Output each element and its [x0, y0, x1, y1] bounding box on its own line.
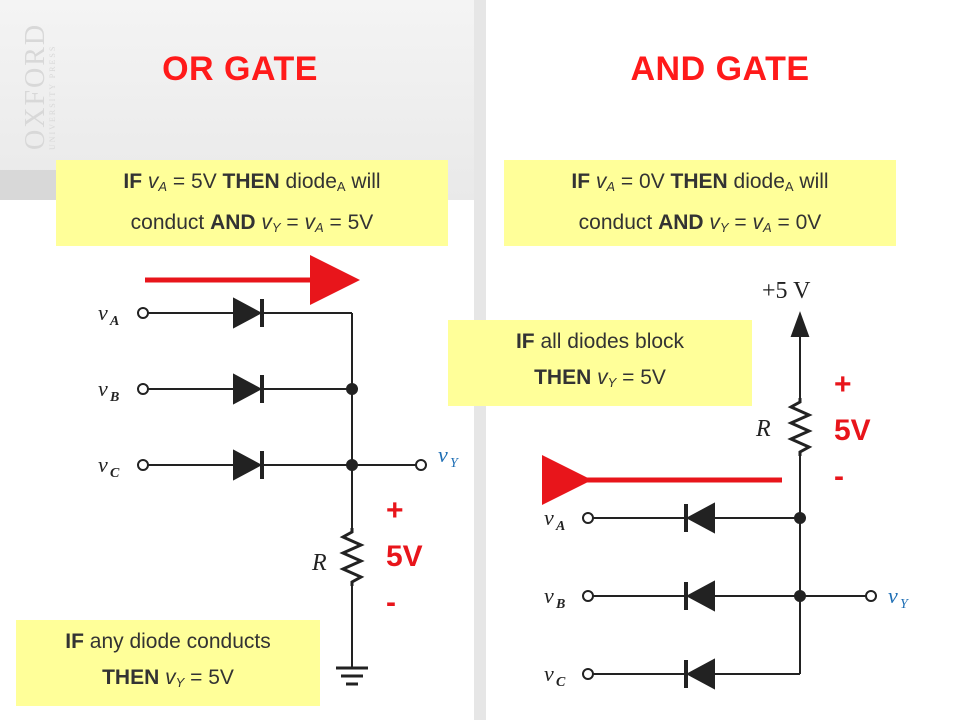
- or-voltage-plus: +: [386, 494, 404, 527]
- or-label-vc: v: [98, 452, 108, 477]
- left-band-tab: [0, 170, 60, 200]
- and-label-va: v: [544, 505, 554, 530]
- and-label-vb: v: [544, 583, 554, 608]
- or-gate-title: OR GATE: [162, 50, 318, 88]
- or-resistor: [339, 528, 365, 586]
- and-label-vc: v: [544, 661, 554, 686]
- and-diode-a: [684, 502, 715, 534]
- or-ground-symbol: [336, 666, 368, 686]
- or-voltage-value: 5V: [386, 540, 423, 573]
- or-labels: v A v B v C v Y R: [98, 300, 460, 576]
- and-voltage-plus: +: [834, 368, 852, 401]
- and-terminal-a: [582, 512, 594, 524]
- and-label-vy-sub: Y: [900, 597, 910, 612]
- or-label-vb-sub: B: [109, 390, 119, 405]
- or-condition-line-1: IF vA = 5V THEN diodeA will: [123, 170, 381, 194]
- and-block-line-2: THEN vY = 5V: [534, 366, 666, 390]
- or-condition-line-2: conduct AND vY = vA = 5V: [130, 211, 374, 235]
- and-diode-b: [684, 580, 715, 612]
- and-junction-a: [794, 512, 806, 524]
- or-label-vy-sub: Y: [450, 456, 460, 471]
- and-terminal-c: [582, 668, 594, 680]
- and-voltage-value: 5V: [834, 414, 871, 447]
- or-any-line-2: THEN vY = 5V: [102, 666, 234, 690]
- and-voltage-label: + 5V -: [834, 362, 871, 500]
- and-gate-circuit: [542, 311, 877, 690]
- or-terminal-b: [137, 383, 149, 395]
- or-terminal-a: [137, 307, 149, 319]
- or-any-box: IF any diode conducts THEN vY = 5V: [16, 620, 320, 706]
- and-labels: +5 V R v A v B v C v Y: [544, 278, 910, 690]
- and-gate-title: AND GATE: [630, 50, 810, 88]
- or-diode-a: [233, 297, 264, 329]
- or-diode-c: [233, 449, 264, 481]
- or-voltage-minus: -: [386, 586, 396, 619]
- or-output-terminal: [415, 459, 427, 471]
- or-label-vy: v: [438, 442, 448, 467]
- and-condition-line-2: conduct AND vY = vA = 0V: [578, 211, 822, 235]
- and-output-terminal: [865, 590, 877, 602]
- and-label-va-sub: A: [555, 519, 565, 534]
- or-label-va-sub: A: [109, 314, 119, 329]
- or-any-line-1: IF any diode conducts: [65, 630, 271, 653]
- or-diode-b: [233, 373, 264, 405]
- and-label-r: R: [755, 416, 771, 442]
- or-label-vb: v: [98, 376, 108, 401]
- or-label-vc-sub: C: [110, 466, 120, 481]
- or-condition-box: IF vA = 5V THEN diodeA will conduct AND …: [56, 160, 448, 246]
- and-label-vc-sub: C: [556, 675, 566, 690]
- and-supply-arrow: [790, 311, 810, 337]
- and-resistor: [787, 398, 813, 456]
- or-label-r: R: [311, 550, 327, 576]
- and-junction-b: [794, 590, 806, 602]
- and-voltage-minus: -: [834, 460, 844, 493]
- or-voltage-label: + 5V -: [386, 488, 423, 626]
- and-supply-label: +5 V: [762, 278, 811, 304]
- or-terminal-c: [137, 459, 149, 471]
- and-block-box: IF all diodes block THEN vY = 5V: [448, 320, 752, 406]
- or-gate-circuit: [137, 255, 427, 686]
- and-condition-box: IF vA = 0V THEN diodeA will conduct AND …: [504, 160, 896, 246]
- and-label-vy: v: [888, 583, 898, 608]
- and-block-line-1: IF all diodes block: [515, 330, 685, 353]
- or-junction-b: [346, 383, 358, 395]
- and-diode-c: [684, 658, 715, 690]
- or-label-va: v: [98, 300, 108, 325]
- or-junction-c: [346, 459, 358, 471]
- and-label-vb-sub: B: [555, 597, 565, 612]
- and-terminal-b: [582, 590, 594, 602]
- and-condition-line-1: IF vA = 0V THEN diodeA will: [571, 170, 829, 194]
